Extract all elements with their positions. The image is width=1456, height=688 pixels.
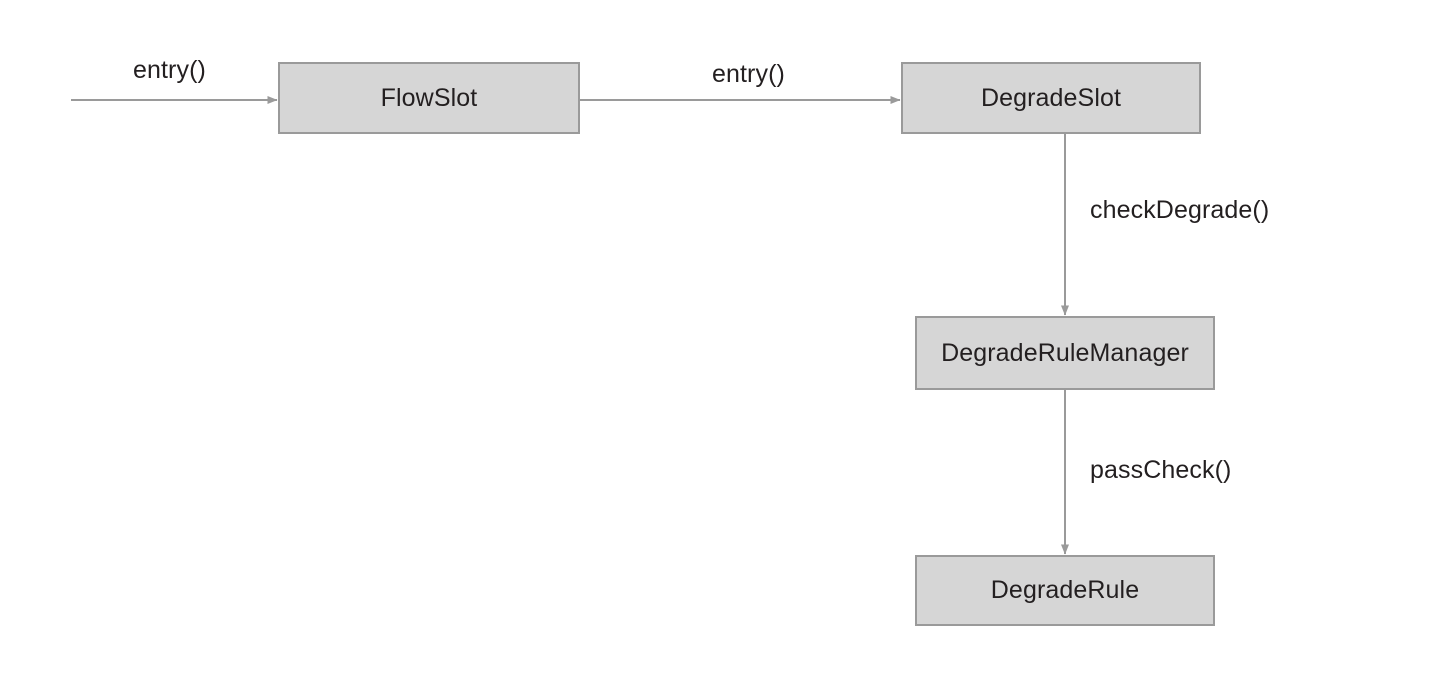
edge-label-flow-slot-to-degrade-slot: entry()	[712, 60, 785, 88]
node-degrade-slot-label: DegradeSlot	[980, 83, 1122, 112]
node-flow-slot[interactable]: FlowSlot	[278, 62, 580, 134]
node-degrade-rule-manager[interactable]: DegradeRuleManager	[915, 316, 1215, 390]
edge-label-entry-into-flow-slot: entry()	[133, 56, 206, 84]
node-degrade-slot[interactable]: DegradeSlot	[901, 62, 1201, 134]
edge-label-check-degrade: checkDegrade()	[1090, 196, 1270, 224]
node-flow-slot-label: FlowSlot	[380, 83, 478, 112]
edge-label-pass-check: passCheck()	[1090, 456, 1232, 484]
node-degrade-rule[interactable]: DegradeRule	[915, 555, 1215, 626]
node-degrade-rule-manager-label: DegradeRuleManager	[941, 338, 1189, 367]
node-degrade-rule-label: DegradeRule	[990, 576, 1140, 604]
